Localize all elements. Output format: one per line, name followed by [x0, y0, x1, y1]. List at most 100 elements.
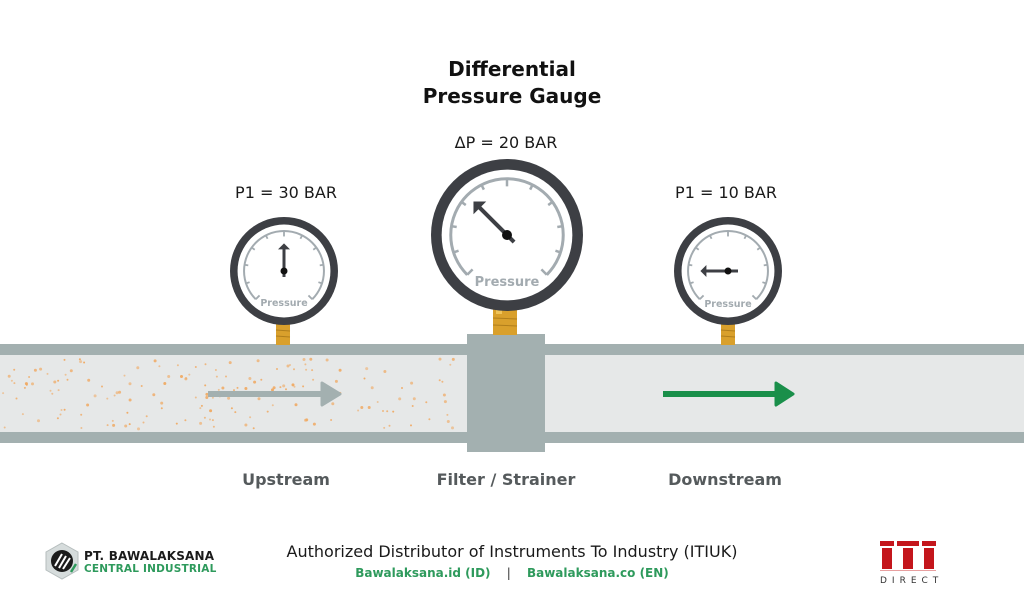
particle [209, 409, 213, 413]
stage-label-filter: Filter / Strainer [436, 470, 576, 489]
gauge-tick [453, 249, 459, 254]
company-name-line1: PT. BAWALAKSANA [84, 549, 215, 563]
particle [334, 379, 338, 383]
particle [13, 368, 16, 371]
particle [64, 373, 67, 376]
particle [443, 400, 447, 404]
gauge-tick [307, 294, 313, 300]
particle [46, 372, 49, 375]
particle [392, 410, 395, 413]
particle [23, 386, 26, 389]
particle [204, 363, 207, 366]
particle [236, 386, 239, 389]
particle [53, 380, 57, 384]
particle [158, 365, 161, 368]
particle [15, 397, 18, 400]
upstream-dial-label: Pressure [260, 298, 307, 309]
particle [286, 364, 290, 368]
particle [118, 390, 122, 394]
link-bawalaksana-id[interactable]: Bawalaksana.id (ID) [355, 566, 491, 580]
gauge-tick [688, 263, 693, 267]
particle [7, 374, 11, 378]
particle [279, 386, 282, 389]
particle [451, 357, 455, 361]
particle [160, 407, 163, 410]
particle [370, 386, 374, 390]
particle [180, 375, 183, 378]
particle [66, 378, 69, 381]
particle [266, 410, 269, 413]
particle [244, 423, 248, 427]
particle [31, 382, 34, 386]
particle [63, 408, 66, 411]
gauge-tick [245, 281, 250, 285]
particle [87, 378, 91, 382]
particle [249, 416, 252, 419]
particle [442, 393, 446, 397]
particle [260, 378, 263, 381]
particle [221, 386, 225, 390]
particle [325, 358, 329, 362]
gauge-tick [555, 249, 561, 254]
particle [101, 385, 103, 388]
particle [86, 403, 90, 407]
gauge-tick [756, 246, 761, 251]
particle [152, 393, 156, 397]
particle [215, 375, 218, 378]
particle [338, 368, 342, 372]
gauge-tick [255, 294, 261, 300]
diagram-title-line1: Differential [448, 57, 576, 81]
particle [185, 377, 188, 379]
particle [59, 413, 62, 416]
particle [176, 364, 179, 367]
gauge-tick [709, 234, 713, 240]
downstream-dial-label: Pressure [704, 299, 751, 310]
particle [126, 411, 129, 414]
particle [331, 402, 335, 406]
differential-pressure-gauge [431, 159, 583, 311]
particle [167, 375, 171, 378]
particle [13, 382, 16, 385]
particle [209, 418, 211, 421]
particle [194, 366, 197, 368]
gauge-tick [689, 281, 694, 285]
gauge-tick [251, 246, 256, 251]
particle [128, 398, 132, 402]
particle [205, 392, 209, 396]
particle [115, 391, 119, 395]
particle [388, 424, 391, 427]
particle [194, 396, 197, 399]
contaminant-particles [2, 357, 455, 431]
particle [225, 375, 227, 378]
particle [163, 382, 167, 385]
particle [291, 383, 295, 387]
particle [446, 413, 449, 416]
particle [398, 397, 402, 401]
particle [446, 420, 450, 423]
particle [217, 388, 220, 391]
particle [363, 377, 366, 380]
particle [234, 411, 237, 414]
particle [79, 360, 83, 364]
particle [360, 406, 364, 409]
website-links: Bawalaksana.id (ID) | Bawalaksana.co (EN… [0, 566, 1024, 580]
particle [412, 397, 416, 401]
upstream-gauge-stem [275, 322, 291, 345]
particle [69, 369, 73, 373]
gauge-needle-pivot [724, 267, 732, 275]
particle [271, 404, 274, 407]
particle [78, 358, 81, 361]
particle [188, 373, 191, 376]
gauge-tick [319, 263, 324, 267]
particle [257, 397, 261, 401]
gauge-tick [460, 200, 467, 207]
particle [57, 389, 60, 392]
particle [383, 426, 386, 429]
particle [289, 364, 291, 366]
particle [271, 388, 274, 392]
link-bawalaksana-co[interactable]: Bawalaksana.co (EN) [526, 566, 669, 580]
gauge-tick [312, 246, 317, 251]
particle [51, 392, 54, 395]
particle [63, 358, 66, 361]
